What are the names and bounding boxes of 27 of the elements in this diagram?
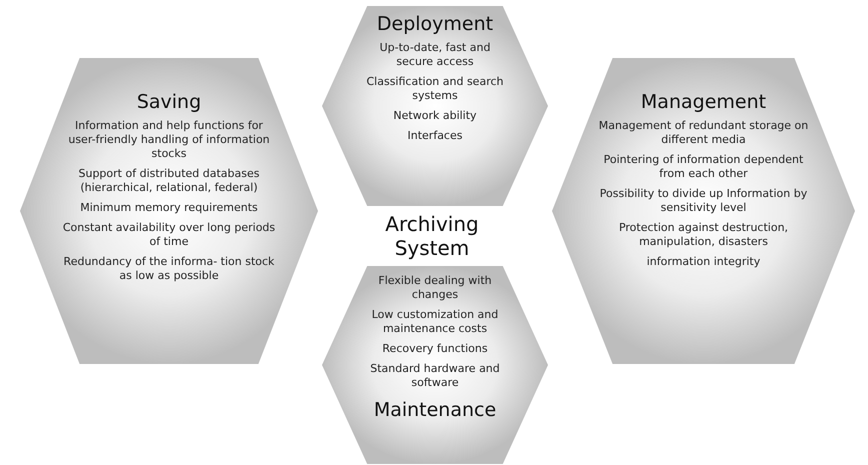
list-item: Recovery functions (382, 342, 488, 356)
list-item: Network ability (393, 109, 477, 123)
hexagon-panel (322, 6, 548, 206)
list-item: Constant availability over long periods of time (62, 221, 276, 249)
list-item: Protection against destruction, manipulation, disasters (618, 221, 790, 249)
list-item: Interfaces (408, 129, 462, 143)
list-item: Redundancy of the informa- tion stock as low as possible (62, 255, 276, 283)
list-item: Classification and search systems (365, 75, 504, 103)
panel-heading: Deployment (376, 12, 494, 36)
center-label: Archiving System (384, 212, 480, 260)
list-item: Flexible dealing with changes (377, 274, 493, 302)
list-item: Possibility to divide up Information by sensitivity level (598, 187, 808, 215)
list-item: Support of distributed databases (hierarchical, relational, federal) (78, 167, 260, 195)
panel-heading: Maintenance (374, 398, 496, 422)
list-item: Low customization and maintenance costs (370, 308, 500, 336)
hexagon-panel (20, 58, 318, 364)
hexagon-panel (552, 58, 855, 364)
list-item: Pointering of information dependent from each other (602, 153, 804, 181)
list-item: Up-to-date, fast and secure access (378, 41, 492, 69)
list-item: information integrity (646, 255, 760, 269)
list-item: Information and help functions for user-friendly handling of information stocks (67, 119, 271, 161)
panel-heading: Management (640, 90, 766, 114)
list-item: Minimum memory requirements (80, 201, 258, 215)
hexagon-panel (322, 266, 548, 464)
panel-heading: Saving (136, 90, 202, 114)
list-item: Management of redundant storage on different media (598, 119, 810, 147)
list-item: Standard hardware and software (369, 362, 501, 390)
